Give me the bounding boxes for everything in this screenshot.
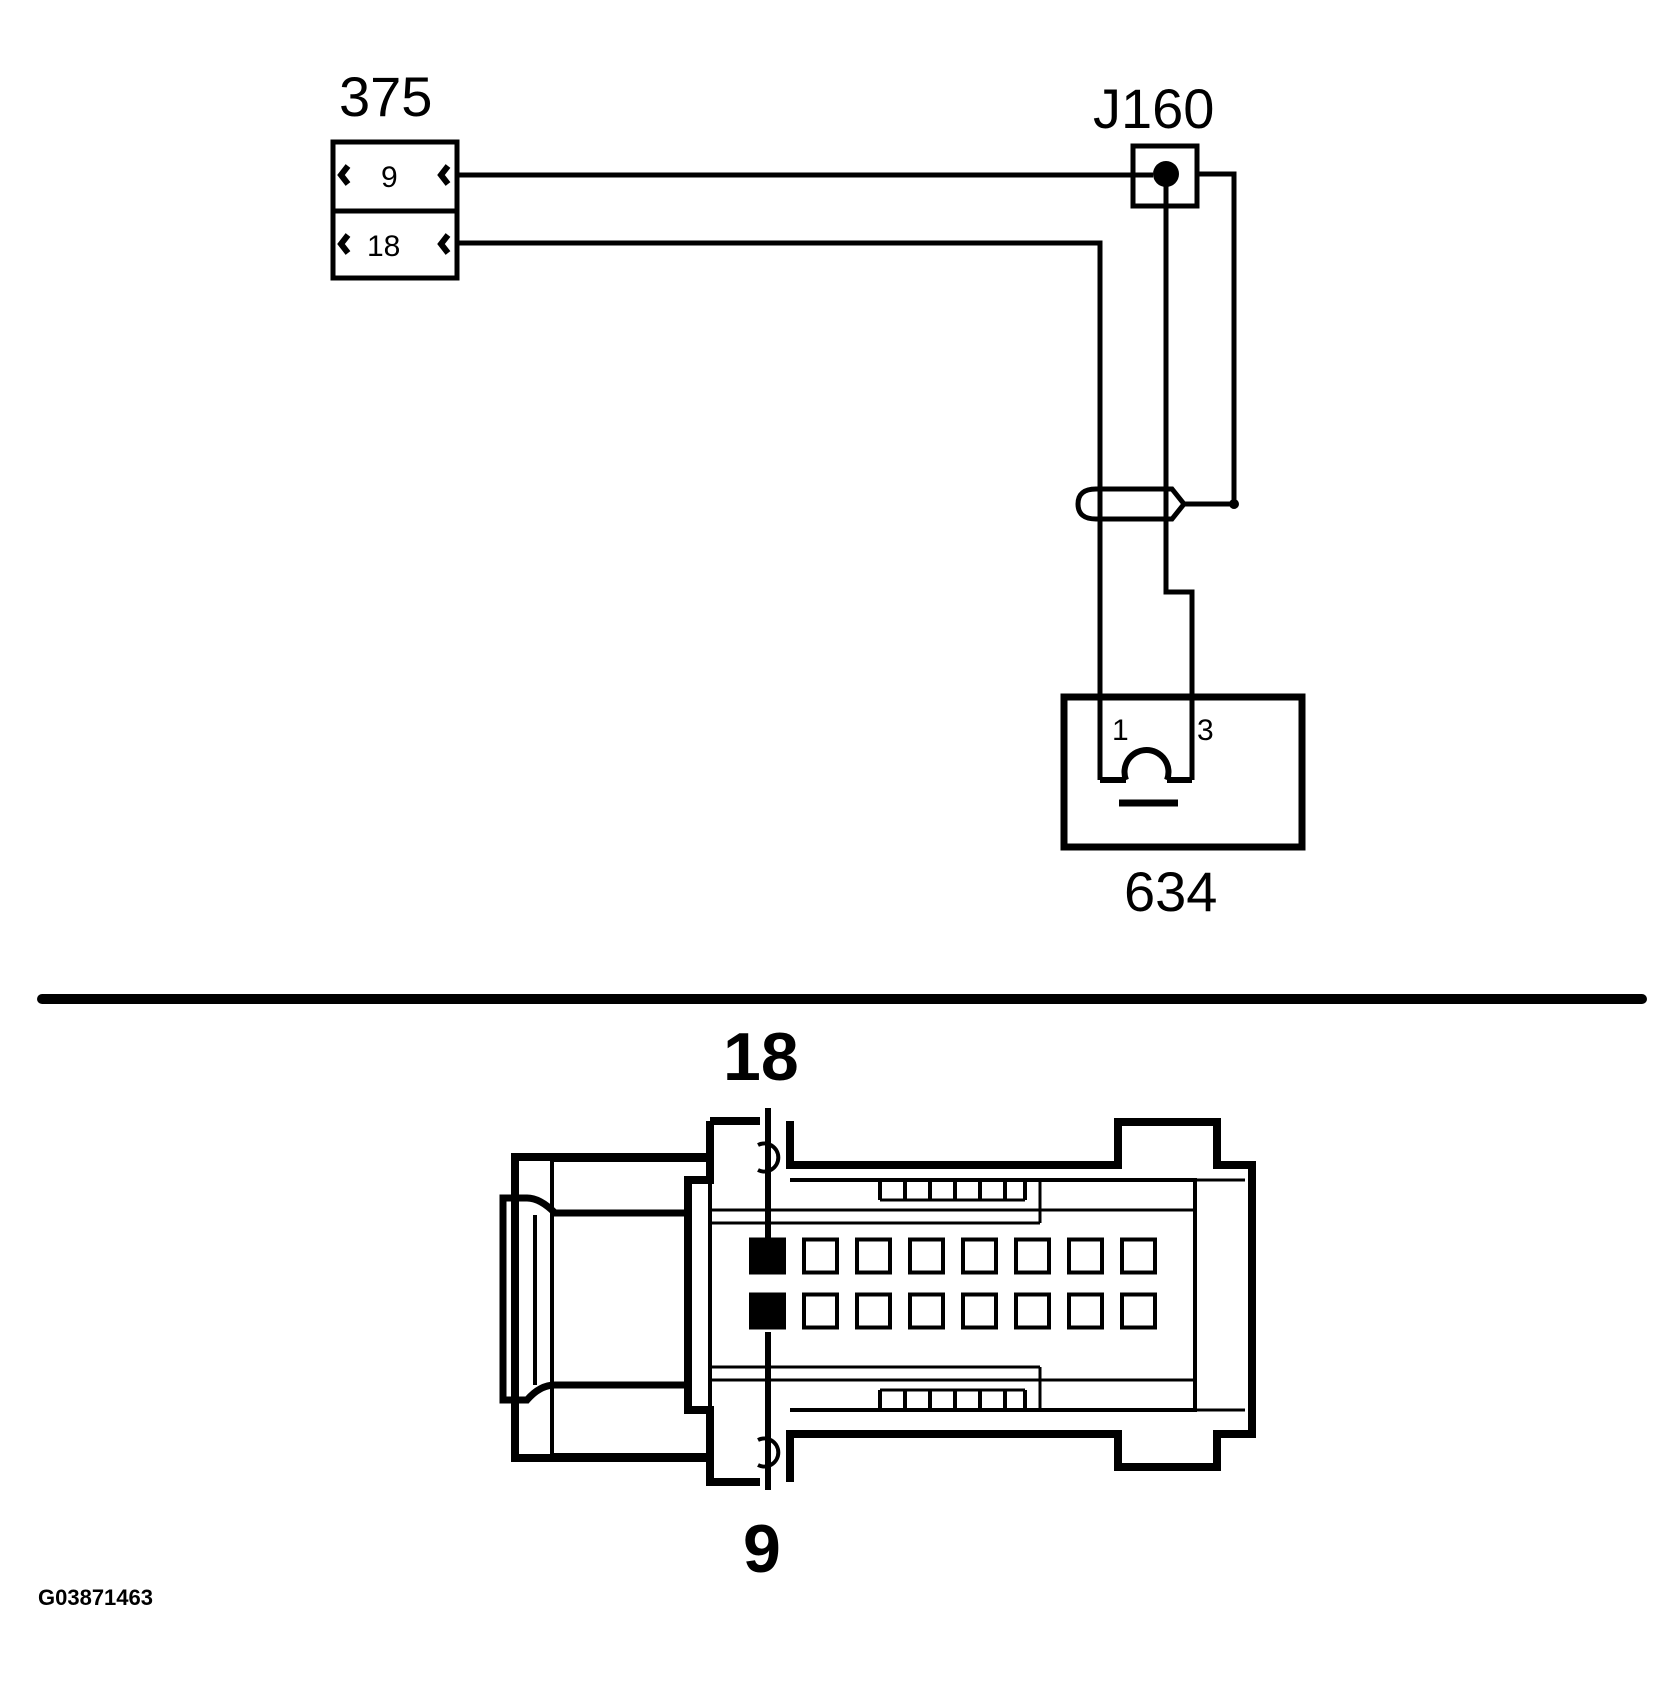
- pin-cavity-highlighted-18: [749, 1237, 786, 1275]
- pin-cavity-highlighted-9: [749, 1292, 786, 1330]
- component-634-pin-1: 1: [1112, 714, 1129, 747]
- pin-cavity-r1-c3: [855, 1237, 892, 1275]
- connector-375-label: 375: [339, 65, 432, 128]
- connector-view-label-9: 9: [743, 1511, 781, 1587]
- microphone-icon: [1100, 747, 1192, 807]
- wire-pin18-to-634-pin1: [457, 240, 1103, 780]
- pin-cavity-r2-c5: [961, 1292, 998, 1330]
- pin-cavity-r1-c7: [1067, 1237, 1104, 1275]
- pin-cavity-r1-c5: [961, 1237, 998, 1275]
- component-634-box: [1060, 693, 1306, 851]
- pin-cavity-r1-c2: [802, 1237, 839, 1275]
- figure-code: G03871463: [38, 1585, 153, 1610]
- pin-cavity-r2-c7: [1067, 1292, 1104, 1330]
- shield-drain-dot: [1229, 499, 1239, 509]
- connector-375: [330, 139, 460, 281]
- wire-j160-shield-drain: [1182, 171, 1237, 507]
- pin-cavity-r2-c4: [908, 1292, 945, 1330]
- pin-cavity-r2-c6: [1014, 1292, 1051, 1330]
- connector-view-label-18: 18: [723, 1019, 799, 1095]
- pin-grid: [749, 1237, 1157, 1330]
- pin-cavity-r1-c6: [1014, 1237, 1051, 1275]
- connector-housing: [499, 1117, 1256, 1486]
- pin-cavity-r2-c2: [802, 1292, 839, 1330]
- pin-cavity-r1-c8: [1120, 1237, 1157, 1275]
- shield-ellipse: [1075, 486, 1188, 522]
- pin-cavity-r1-c4: [908, 1237, 945, 1275]
- junction-j160-label: J160: [1093, 77, 1214, 140]
- connector-375-pin-9: 9: [381, 161, 398, 194]
- wire-j160-to-634-pin3: [1163, 174, 1195, 780]
- component-634-pin-3: 3: [1197, 714, 1214, 747]
- pin-cavity-r2-c3: [855, 1292, 892, 1330]
- pin-cavity-r2-c8: [1120, 1292, 1157, 1330]
- connector-375-pin-18: 18: [367, 230, 400, 263]
- wires: [457, 171, 1237, 780]
- component-634-label: 634: [1124, 860, 1217, 923]
